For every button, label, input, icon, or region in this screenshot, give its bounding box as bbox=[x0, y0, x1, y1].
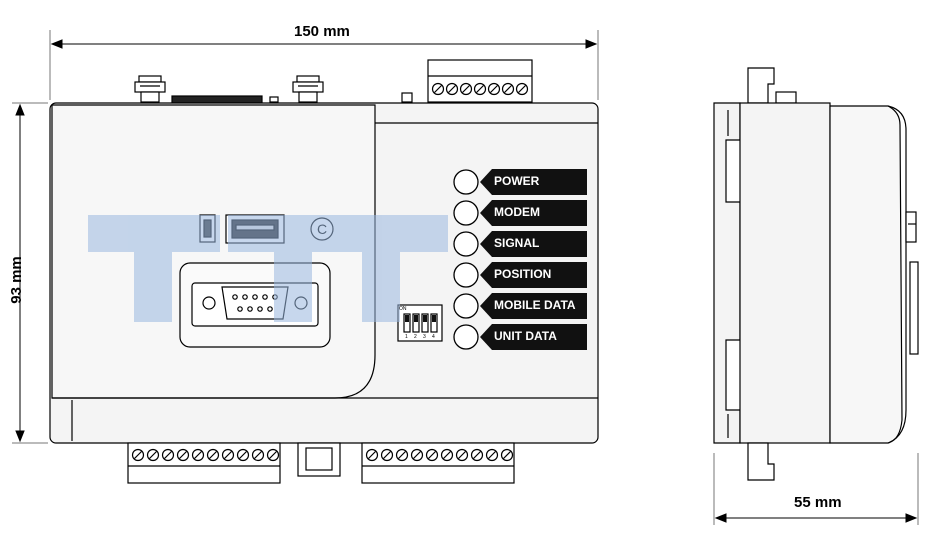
dip-switch-lever bbox=[432, 315, 436, 322]
terminal-screw bbox=[131, 448, 145, 462]
dip-switch-number: 1 bbox=[405, 334, 408, 340]
led-lamp bbox=[453, 200, 479, 226]
led-label: MODEM bbox=[494, 205, 540, 219]
db9-pin bbox=[232, 294, 238, 300]
terminal-screw bbox=[146, 448, 160, 462]
db9-pin bbox=[252, 294, 258, 300]
depth-dimension-label: 55 mm bbox=[794, 494, 842, 511]
led-label-band bbox=[480, 262, 587, 288]
dip-switch-number: 3 bbox=[423, 334, 426, 340]
dip-switch-key bbox=[403, 313, 411, 333]
terminal-screw bbox=[445, 82, 459, 96]
din-clip bbox=[297, 442, 341, 477]
terminal-screw bbox=[515, 82, 529, 96]
dip-switch-key bbox=[421, 313, 429, 333]
led-row bbox=[453, 169, 587, 195]
terminal-screw bbox=[221, 448, 235, 462]
led-label-band bbox=[480, 169, 587, 195]
terminal-screw bbox=[191, 448, 205, 462]
db9-pin bbox=[247, 306, 253, 312]
led-lamp bbox=[453, 169, 479, 195]
terminal-screw bbox=[440, 448, 454, 462]
led-label: POWER bbox=[494, 174, 540, 188]
dip-switch-lever bbox=[405, 315, 409, 322]
led-lamp bbox=[453, 293, 479, 319]
antenna-connector-left bbox=[134, 75, 166, 103]
watermark-logo bbox=[88, 215, 448, 322]
led-label-band bbox=[480, 293, 587, 319]
led-row bbox=[453, 324, 587, 350]
dip-switch-lever bbox=[423, 315, 427, 322]
led-label-band bbox=[480, 231, 587, 257]
antenna-connector-right bbox=[292, 75, 324, 103]
led-label-band bbox=[480, 324, 587, 350]
led-lamp bbox=[453, 231, 479, 257]
top-terminal-block bbox=[427, 59, 533, 103]
bottom-terminal-block-left bbox=[127, 442, 281, 484]
terminal-screw bbox=[161, 448, 175, 462]
sim-slot bbox=[171, 95, 263, 104]
led-lamp bbox=[453, 324, 479, 350]
led-indicators bbox=[453, 169, 587, 350]
db9-pin bbox=[262, 294, 268, 300]
terminal-screw bbox=[365, 448, 379, 462]
led-row bbox=[453, 262, 587, 288]
terminal-screw bbox=[425, 448, 439, 462]
dimension-lines bbox=[12, 30, 919, 525]
terminal-screw bbox=[431, 82, 445, 96]
terminal-screw bbox=[485, 448, 499, 462]
side-view bbox=[713, 67, 919, 481]
terminal-screw bbox=[501, 82, 515, 96]
terminal-screw bbox=[176, 448, 190, 462]
led-lamp bbox=[453, 262, 479, 288]
dip-switch-number: 4 bbox=[432, 334, 435, 340]
height-dimension-label: 93 mm bbox=[8, 256, 25, 304]
led-label: UNIT DATA bbox=[494, 329, 557, 343]
led-row bbox=[453, 293, 587, 319]
terminal-screw bbox=[473, 82, 487, 96]
terminal-screw bbox=[266, 448, 280, 462]
terminal-screw bbox=[500, 448, 514, 462]
terminal-screw bbox=[487, 82, 501, 96]
dip-switch-on-label: ON bbox=[399, 306, 407, 312]
led-label: POSITION bbox=[494, 267, 552, 281]
led-label-band bbox=[480, 200, 587, 226]
width-dimension-label: 150 mm bbox=[294, 23, 350, 40]
db9-pin bbox=[242, 294, 248, 300]
dip-switch-key bbox=[412, 313, 420, 333]
terminal-screw bbox=[236, 448, 250, 462]
led-label: SIGNAL bbox=[494, 236, 540, 250]
db9-pin bbox=[257, 306, 263, 312]
db9-pin bbox=[267, 306, 273, 312]
terminal-screw bbox=[206, 448, 220, 462]
terminal-screw bbox=[251, 448, 265, 462]
led-row bbox=[453, 200, 587, 226]
bottom-terminal-block-right bbox=[361, 442, 515, 484]
db9-pin bbox=[237, 306, 243, 312]
terminal-screw bbox=[459, 82, 473, 96]
terminal-screw bbox=[470, 448, 484, 462]
dip-switch-lever bbox=[414, 315, 418, 322]
led-row bbox=[453, 231, 587, 257]
dip-switch-number: 2 bbox=[414, 334, 417, 340]
terminal-screw bbox=[395, 448, 409, 462]
terminal-screw bbox=[410, 448, 424, 462]
dip-switch-key bbox=[430, 313, 438, 333]
led-label: MOBILE DATA bbox=[494, 298, 576, 312]
terminal-screw bbox=[380, 448, 394, 462]
dip-switch bbox=[397, 304, 443, 342]
terminal-screw bbox=[455, 448, 469, 462]
